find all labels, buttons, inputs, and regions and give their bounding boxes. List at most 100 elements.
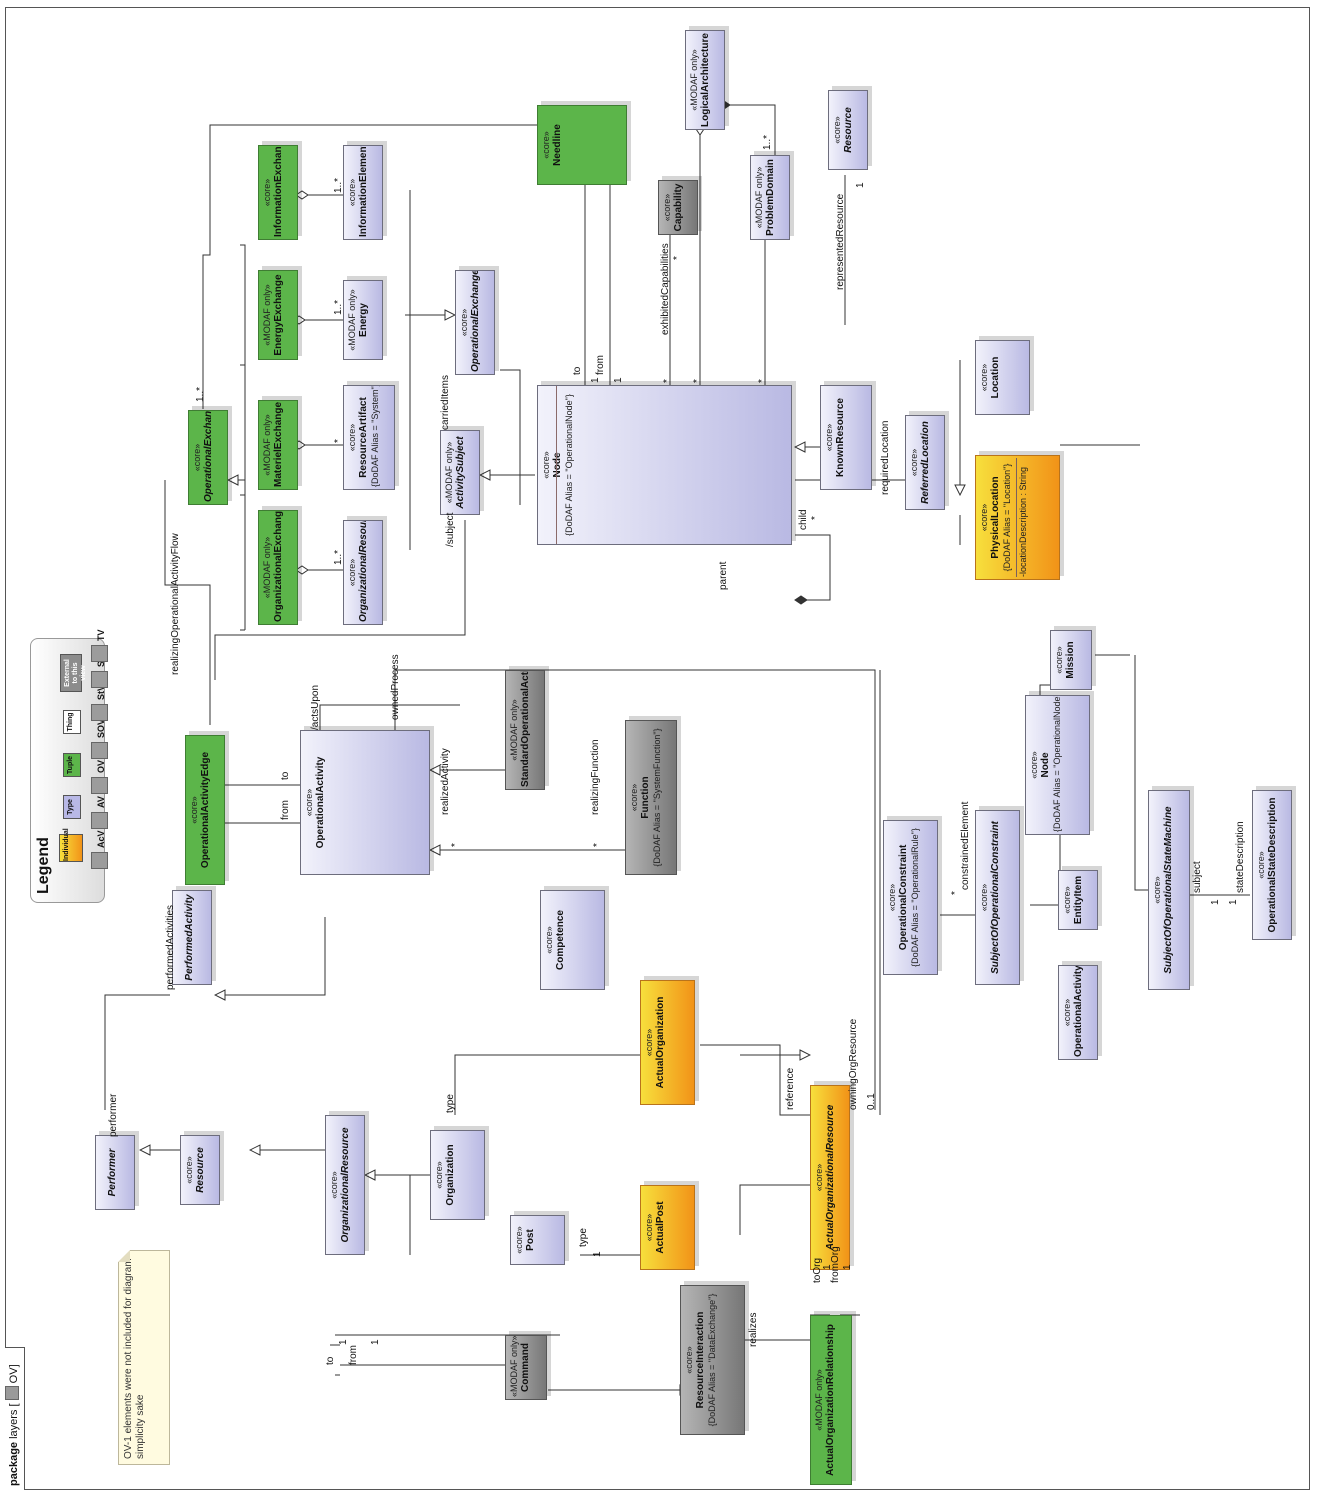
energy-exchange[interactable]: «MODAF only» EnergyExchange <box>258 270 298 360</box>
label-parent: parent <box>718 561 729 590</box>
logical-architecture[interactable]: «MODAF only» LogicalArchitecture <box>685 30 725 130</box>
organization[interactable]: «core» Organization <box>430 1130 485 1220</box>
label-cap-star1: * <box>662 379 673 383</box>
view-icon <box>91 645 108 662</box>
realizing-flow <box>164 480 211 725</box>
actual-organizational-resource[interactable]: «core» ActualOrganizationalResource <box>810 1085 850 1270</box>
nl-name: Needline <box>552 124 563 166</box>
operational-activity[interactable]: «core» OperationalActivity <box>300 730 430 875</box>
orr-stereo: «core» <box>329 1171 339 1199</box>
organizational-resource[interactable]: «core» OrganizationalResource <box>325 1115 365 1255</box>
nl-stereo: «core» <box>541 131 551 159</box>
operational-constraint[interactable]: «core» OperationalConstraint {DoDAF Alia… <box>883 820 938 975</box>
performer[interactable]: Performer <box>95 1135 135 1210</box>
la-problemdomain <box>717 100 776 155</box>
label-nl-to-mult: 1 <box>590 377 601 383</box>
operational-activity-edge[interactable]: «core» OperationalActivityEdge <box>185 735 225 885</box>
operational-state-description[interactable]: «core» OperationalStateDescription <box>1252 790 1292 940</box>
view-icon <box>91 852 108 869</box>
known-resource[interactable]: «core» KnownResource <box>820 385 872 490</box>
fn-tag: {DoDAF Alias = "SystemFunction"} <box>652 728 662 867</box>
performed-activity[interactable]: PerformedActivity <box>172 890 212 985</box>
entity-item[interactable]: «core» EntityItem <box>1058 870 1098 930</box>
standard-operational-activity[interactable]: «MODAF only» StandardOperationalActivity <box>505 670 545 790</box>
node[interactable]: «core» Node {DoDAF Alias = "OperationalN… <box>537 385 792 545</box>
function[interactable]: «core» Function {DoDAF Alias = "SystemFu… <box>625 720 677 875</box>
label-realizes: realizes <box>748 1312 759 1347</box>
label-cmd-to-mult: 1 <box>338 1339 349 1345</box>
loc-name: Location <box>990 356 1001 399</box>
oc-stereo: «core» <box>887 883 897 912</box>
resource-top[interactable]: «core» Resource <box>828 90 868 170</box>
oc-tag: {DoDAF Alias = "OperationalRule"} <box>910 828 920 967</box>
comp-name: Competence <box>555 910 566 971</box>
gen-oe-trunk <box>228 245 246 630</box>
ie-stereo: «core» <box>262 178 272 207</box>
ee-name: EnergyExchange <box>273 274 284 356</box>
osd-name: OperationalStateDescription <box>1267 797 1278 933</box>
physical-location[interactable]: «core» PhysicalLocation {DoDAF Alias = "… <box>975 455 1060 580</box>
me-stereo: «MODAF only» <box>262 414 272 476</box>
label-carried-items: carriedItems <box>440 374 451 430</box>
legend-external: External to this view <box>60 654 87 692</box>
gen-items <box>405 190 411 550</box>
needline[interactable]: «core» Needline <box>537 105 627 185</box>
soa-name: StandardOperationalActivity <box>520 670 531 787</box>
pl-tag: {DoDAF Alias = "Location"} <box>1002 463 1012 572</box>
actual-organization[interactable]: «core» ActualOrganization <box>640 980 695 1105</box>
materiel-exchange[interactable]: «MODAF only» MaterielExchange <box>258 400 298 490</box>
command[interactable]: «MODAF only» Command <box>505 1335 547 1400</box>
node-right[interactable]: «core» Node {DoDAF Alias = "OperationalN… <box>1025 695 1090 835</box>
post[interactable]: «core» Post <box>510 1215 565 1265</box>
rl-stereo: «core» <box>909 448 919 477</box>
mission[interactable]: «core» Mission <box>1050 630 1092 690</box>
view-icon <box>91 742 108 759</box>
label-nl-from-mult: 1 <box>613 377 624 383</box>
actual-organization-relationship[interactable]: «MODAF only» ActualOrganizationRelations… <box>810 1315 852 1485</box>
competence[interactable]: «core» Competence <box>540 890 605 990</box>
res-stereo: «core» <box>184 1156 194 1184</box>
oa-name: OperationalActivity <box>315 756 326 849</box>
organizational-exchange[interactable]: «MODAF only» OrganizationalExchange <box>258 510 298 625</box>
ie-name: InformationExchange <box>273 145 284 237</box>
activity-subject[interactable]: «MODAF only» ActivitySubject <box>440 430 480 515</box>
actual-post[interactable]: «core» ActualPost <box>640 1185 695 1270</box>
referred-location[interactable]: «core» ReferredLocation <box>905 415 945 510</box>
label-needline-to: to <box>572 366 583 375</box>
label-rr-mult: 1 <box>855 182 866 188</box>
label-child-mult: * <box>810 516 821 520</box>
legend: Legend Individual Type Tuple Thing Exter… <box>30 629 108 903</box>
label-ra-mult: * <box>333 439 344 443</box>
oe-name: OperationalExchange <box>203 410 214 502</box>
cap-stereo: «core» <box>662 193 672 222</box>
lv-acv: AcV <box>96 830 106 848</box>
resource-artifact[interactable]: «core» ResourceArtifact {DoDAF Alias = "… <box>343 385 395 490</box>
location[interactable]: «core» Location <box>975 340 1030 415</box>
lv-tv: TV <box>96 629 106 641</box>
label-en-mult: 1..* <box>333 299 344 315</box>
me-name: MaterielExchange <box>273 401 284 487</box>
problem-domain[interactable]: «MODAF only» ProblemDomain <box>750 155 790 240</box>
energy[interactable]: «MODAF only» Energy <box>343 280 383 360</box>
rl-name: ReferredLocation <box>920 421 931 504</box>
nr-tag: {DoDAF Alias = "OperationalNode"} <box>1052 695 1062 832</box>
operational-exchange[interactable]: «core» OperationalExchange <box>188 410 228 505</box>
information-element[interactable]: «core» InformationElement <box>343 145 383 240</box>
capability[interactable]: «core» Capability <box>658 180 698 235</box>
as-stereo: «MODAF only» <box>444 441 454 504</box>
label-pd-star: * <box>757 379 768 383</box>
ei-name: EntityItem <box>1073 875 1084 925</box>
subject-of-operational-state-machine[interactable]: «core» SubjectOfOperationalStateMachine <box>1148 790 1190 990</box>
label-realizing-function: realizingFunction <box>590 739 601 815</box>
resource[interactable]: «core» Resource <box>180 1135 220 1205</box>
operational-exchange-item[interactable]: «core» OperationalExchangeItem <box>455 270 495 375</box>
operational-activity-right[interactable]: «core» OperationalActivity <box>1058 965 1098 1060</box>
ap-name: ActualPost <box>655 1201 666 1254</box>
resource-interaction[interactable]: «core» ResourceInteraction {DoDAF Alias … <box>680 1285 745 1435</box>
organizational-resource-top[interactable]: «core» OrganizationalResource <box>343 520 383 625</box>
subject-of-operational-constraint[interactable]: «core» SubjectOfOperationalConstraint <box>975 810 1020 985</box>
lv-sov: SOV <box>96 718 106 738</box>
oei-stereo: «core» <box>459 308 469 337</box>
information-exchange[interactable]: «core» InformationExchange <box>258 145 298 240</box>
